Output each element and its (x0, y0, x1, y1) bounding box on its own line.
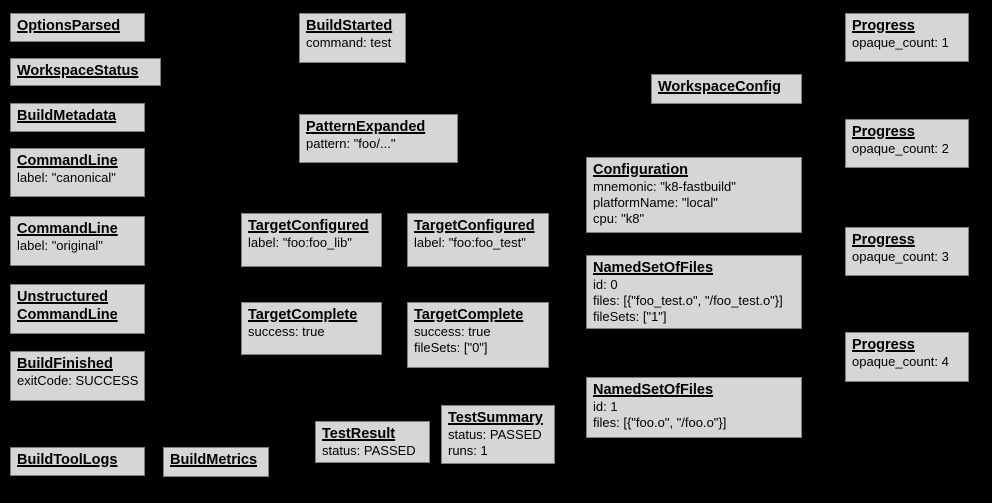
event-field: fileSets: ["1"] (593, 309, 667, 324)
event-box-workspace-status: WorkspaceStatus (10, 58, 161, 86)
event-field: success: true (414, 324, 491, 339)
event-box-build-metadata: BuildMetadata (10, 103, 145, 132)
event-box-command-line-canonical: CommandLine label: "canonical" (10, 148, 145, 197)
event-box-build-metrics: BuildMetrics (163, 447, 269, 477)
event-title: Progress (852, 232, 915, 248)
event-title: BuildStarted (306, 18, 393, 34)
event-box-progress-1: Progress opaque_count: 1 (845, 13, 969, 62)
event-field: pattern: "foo/..." (306, 136, 396, 151)
event-field: mnemonic: "k8-fastbuild" (593, 179, 736, 194)
event-title: Progress (852, 124, 915, 140)
event-box-configuration: Configuration mnemonic: "k8-fastbuild" p… (586, 157, 802, 233)
event-title: Unstructured CommandLine (17, 289, 118, 323)
event-field: command: test (306, 35, 392, 50)
event-field: opaque_count: 2 (852, 141, 949, 156)
event-box-workspace-config: WorkspaceConfig (651, 74, 802, 104)
event-box-build-started: BuildStarted command: test (299, 13, 406, 63)
event-title: PatternExpanded (306, 119, 426, 135)
event-box-named-set-of-files-0: NamedSetOfFiles id: 0 files: [{"foo_test… (586, 255, 802, 329)
event-field: success: true (248, 324, 325, 339)
event-title: TargetConfigured (414, 218, 535, 234)
event-box-build-tool-logs: BuildToolLogs (10, 447, 145, 476)
event-title: Progress (852, 18, 915, 34)
event-box-test-result: TestResult status: PASSED (315, 421, 430, 463)
event-box-target-complete-foo-lib: TargetComplete success: true (241, 302, 382, 355)
event-title: Configuration (593, 162, 689, 178)
event-field: label: "foo:foo_lib" (248, 235, 352, 250)
event-title: TestSummary (448, 410, 543, 426)
event-title: TestResult (322, 426, 396, 442)
event-box-target-configured-foo-test: TargetConfigured label: "foo:foo_test" (407, 213, 549, 267)
event-field: id: 0 (593, 277, 618, 292)
event-field: label: "canonical" (17, 170, 116, 185)
event-title: NamedSetOfFiles (593, 260, 714, 276)
event-box-progress-4: Progress opaque_count: 4 (845, 332, 969, 382)
event-box-options-parsed: OptionsParsed (10, 13, 145, 42)
event-title: TargetComplete (248, 307, 358, 323)
event-title: TargetConfigured (248, 218, 369, 234)
event-title: TargetComplete (414, 307, 524, 323)
event-field: cpu: "k8" (593, 211, 645, 226)
event-field: opaque_count: 1 (852, 35, 949, 50)
event-title: BuildMetrics (170, 452, 258, 468)
event-field: status: PASSED (322, 443, 416, 458)
event-box-named-set-of-files-1: NamedSetOfFiles id: 1 files: [{"foo.o", … (586, 377, 802, 438)
event-title: NamedSetOfFiles (593, 382, 714, 398)
event-box-test-summary: TestSummary status: PASSED runs: 1 (441, 405, 555, 464)
event-field: files: [{"foo_test.o", "/foo_test.o"}] (593, 293, 783, 308)
event-title: BuildFinished (17, 356, 113, 372)
event-box-build-finished: BuildFinished exitCode: SUCCESS (10, 351, 145, 401)
event-field: platformName: "local" (593, 195, 718, 210)
event-box-progress-2: Progress opaque_count: 2 (845, 119, 969, 168)
event-field: fileSets: ["0"] (414, 340, 488, 355)
event-field: files: [{"foo.o", "/foo.o"}] (593, 415, 727, 430)
event-title: CommandLine (17, 153, 118, 169)
event-title: OptionsParsed (17, 18, 121, 34)
event-field: label: "foo:foo_test" (414, 235, 526, 250)
event-box-target-complete-foo-test: TargetComplete success: true fileSets: [… (407, 302, 549, 368)
event-box-unstructured-command-line: Unstructured CommandLine (10, 284, 145, 334)
event-box-target-configured-foo-lib: TargetConfigured label: "foo:foo_lib" (241, 213, 382, 267)
event-field: exitCode: SUCCESS (17, 373, 139, 388)
event-field: opaque_count: 3 (852, 249, 949, 264)
event-field: status: PASSED (448, 427, 542, 442)
event-box-progress-3: Progress opaque_count: 3 (845, 227, 969, 276)
event-box-command-line-original: CommandLine label: "original" (10, 216, 145, 266)
event-title: WorkspaceStatus (17, 63, 139, 79)
event-title: CommandLine (17, 221, 118, 237)
event-field: opaque_count: 4 (852, 354, 949, 369)
event-title: BuildMetadata (17, 108, 117, 124)
event-field: id: 1 (593, 399, 618, 414)
event-field: runs: 1 (448, 443, 488, 458)
event-box-pattern-expanded: PatternExpanded pattern: "foo/..." (299, 114, 458, 163)
event-title: BuildToolLogs (17, 452, 118, 468)
event-title: Progress (852, 337, 915, 353)
event-title: WorkspaceConfig (658, 79, 782, 95)
event-field: label: "original" (17, 238, 103, 253)
